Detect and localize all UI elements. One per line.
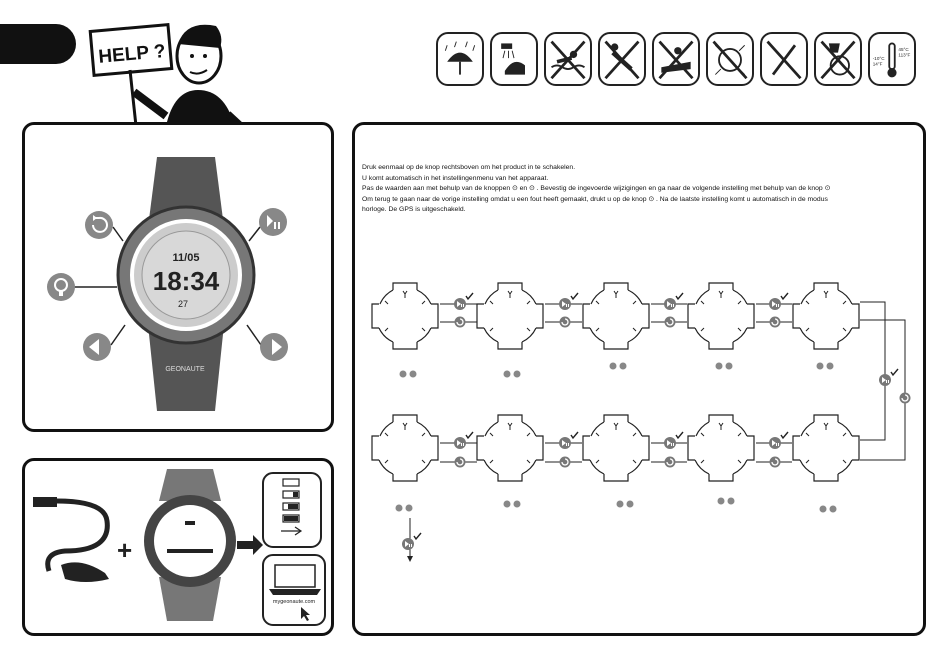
temp-max-f-label: 113°F xyxy=(898,52,910,57)
no-impact-icon xyxy=(706,32,754,86)
rain-icon xyxy=(436,32,484,86)
arrow-right-icon xyxy=(237,535,263,555)
instruction-line: Druk eenmaal op de knop rechtsboven om h… xyxy=(362,164,576,171)
temp-min-c-label: -10°C xyxy=(873,56,885,61)
setting-step-4 xyxy=(687,282,755,370)
no-chemicals-icon xyxy=(814,32,862,86)
no-tools-icon xyxy=(760,32,808,86)
charging-illustration: + mygeonaute.com xyxy=(33,469,326,626)
start-pause-button-callout xyxy=(259,208,287,236)
charging-clip xyxy=(61,562,109,582)
section-tab xyxy=(0,24,76,64)
setting-step-1 xyxy=(371,282,439,378)
temp-min-f-label: 14°F xyxy=(873,61,883,66)
instruction-line: U komt automatisch in het instellingenme… xyxy=(362,174,549,182)
watch-brand: GEONAUTE xyxy=(165,366,205,373)
right-button-callout xyxy=(260,333,288,361)
instructions-text: Druk eenmaal op de knop rechtsboven om h… xyxy=(362,163,922,216)
no-jetski-icon xyxy=(652,32,700,86)
setting-step-8 xyxy=(582,414,650,508)
setting-step-3 xyxy=(582,282,650,370)
setting-step-6 xyxy=(792,414,860,513)
temp-max-c-label: 45°C xyxy=(898,47,909,52)
shower-icon xyxy=(490,32,538,86)
setting-step-5 xyxy=(792,282,860,370)
instruction-line: Pas de waarden aan met behulp van de kno… xyxy=(362,185,831,193)
watch-time: 18:34 xyxy=(153,266,220,296)
setting-step-9 xyxy=(476,414,544,508)
watch-illustration: 11/05 18:34 27 GEONAUTE xyxy=(47,157,288,411)
back-button-callout xyxy=(85,211,113,239)
charging-panel: + mygeonaute.com xyxy=(22,458,334,636)
watch-seconds: 27 xyxy=(178,299,188,309)
usb-plug xyxy=(33,497,57,507)
laptop-icon xyxy=(274,564,316,588)
no-swimming-icon xyxy=(544,32,592,86)
settings-instructions-panel xyxy=(352,122,926,636)
cursor-icon xyxy=(301,607,310,621)
instruction-line: Om terug te gaan naar de vorige instelli… xyxy=(362,195,828,203)
settings-flow-diagram xyxy=(371,282,912,562)
battery-icon xyxy=(282,478,300,523)
website-label: mygeonaute.com xyxy=(273,599,316,605)
watch-date: 11/05 xyxy=(173,252,200,264)
setting-step-7 xyxy=(687,414,755,505)
light-button-callout xyxy=(47,273,75,301)
left-button-callout xyxy=(83,333,111,361)
usb-icon xyxy=(281,526,303,536)
plus-sign: + xyxy=(117,535,132,565)
no-diving-icon xyxy=(598,32,646,86)
charging-dashes xyxy=(167,549,213,553)
setting-step-2 xyxy=(476,282,544,378)
instruction-line: horloge. De GPS is uitgeschakeld. xyxy=(362,206,466,214)
watch-buttons-panel: 11/05 18:34 27 GEONAUTE xyxy=(22,122,334,432)
exit-to-watch-mode xyxy=(401,518,422,562)
setting-step-10 xyxy=(371,414,439,512)
